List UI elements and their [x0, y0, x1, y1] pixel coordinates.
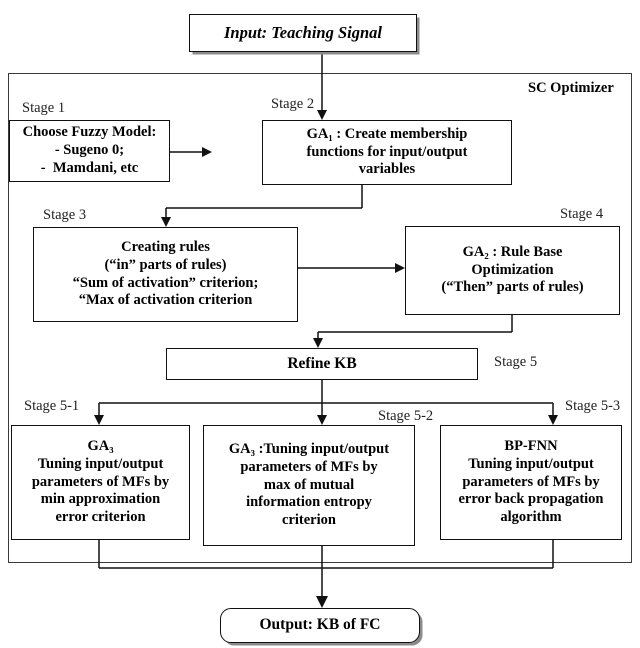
stage-5-3-caption: Stage 5-3	[565, 398, 621, 414]
stage-4-box: GA₂ : Rule Base Optimization (“Then” par…	[405, 226, 620, 315]
stage-3-line-1: Creating rules	[121, 239, 210, 256]
stage-5-1-caption: Stage 5-1	[24, 398, 80, 414]
stage-5-2-line-4: information entropy	[246, 494, 372, 511]
stage-4-line-1: GA₂ : Rule Base	[462, 243, 563, 260]
stage-2-line-2: functions for input/output	[306, 143, 468, 160]
stage-5-3-line-3: parameters of MFs by	[462, 473, 600, 490]
stage-5-1-line-3: parameters of MFs by	[31, 473, 170, 490]
stage-4-line-3: (“Then” parts of rules)	[441, 279, 584, 296]
output-node-label: Output: KB of FC	[259, 616, 381, 634]
stage-5-2-caption: Stage 5-2	[378, 408, 434, 424]
stage-5-1-line-4: min approximation	[40, 491, 161, 508]
stage-5-caption: Stage 5	[494, 354, 538, 370]
stage-3-caption: Stage 3	[43, 207, 87, 223]
stage-4-line-2: Optimization	[471, 261, 554, 278]
stage-2-caption: Stage 2	[271, 96, 315, 112]
stage-1-line-3: - Mamdani, etc	[40, 159, 139, 176]
stage-3-line-4: “Max of activation criterion	[78, 292, 253, 309]
sc-optimizer-title: SC Optimizer	[528, 80, 614, 96]
stage-5-line-1: Refine KB	[287, 354, 357, 372]
input-node-label: Input: Teaching Signal	[223, 22, 383, 42]
stage-5-3-box: BP-FNN Tuning input/output parameters of…	[440, 425, 622, 540]
stage-3-line-2: (“in” parts of rules)	[104, 256, 227, 273]
stage-5-1-line-1: GA₃	[87, 438, 114, 455]
stage-5-2-box: GA₃ :Tuning input/output parameters of M…	[203, 425, 415, 546]
stage-5-2-line-2: parameters of MFs by	[240, 458, 378, 475]
stage-1-line-1: Choose Fuzzy Model:	[22, 124, 157, 141]
stage-5-3-line-2: Tuning input/output	[468, 455, 594, 472]
sc-optimizer-frame	[8, 73, 632, 563]
stage-2-line-3: variables	[358, 161, 416, 178]
stage-5-3-line-5: algorithm	[500, 509, 562, 526]
stage-5-3-line-4: error back propagation	[458, 491, 604, 508]
stage-1-caption: Stage 1	[22, 100, 66, 116]
stage-1-box: Choose Fuzzy Model: - Sugeno 0; - Mamdan…	[9, 120, 170, 182]
stage-5-2-line-3: max of mutual	[263, 476, 355, 493]
stage-3-box: Creating rules (“in” parts of rules) “Su…	[33, 227, 298, 322]
stage-1-line-2: - Sugeno 0;	[54, 142, 125, 159]
stage-5-1-box: GA₃ Tuning input/output parameters of MF…	[11, 425, 190, 540]
stage-5-2-line-1: GA₃ :Tuning input/output	[228, 441, 390, 458]
stage-5-2-line-5: criterion	[282, 512, 336, 529]
stage-2-line-1: GA₁ : Create membership	[306, 125, 468, 142]
stage-5-1-line-5: error criterion	[55, 509, 146, 526]
stage-3-line-3: “Sum of activation” criterion;	[72, 274, 259, 291]
stage-5-1-line-2: Tuning input/output	[37, 455, 164, 472]
stage-5-box: Refine KB	[166, 348, 478, 380]
stage-2-box: GA₁ : Create membership functions for in…	[262, 120, 512, 185]
input-node: Input: Teaching Signal	[189, 14, 417, 52]
stage-5-3-line-1: BP-FNN	[504, 438, 558, 455]
output-node: Output: KB of FC	[220, 608, 420, 643]
stage-4-caption: Stage 4	[560, 206, 604, 222]
